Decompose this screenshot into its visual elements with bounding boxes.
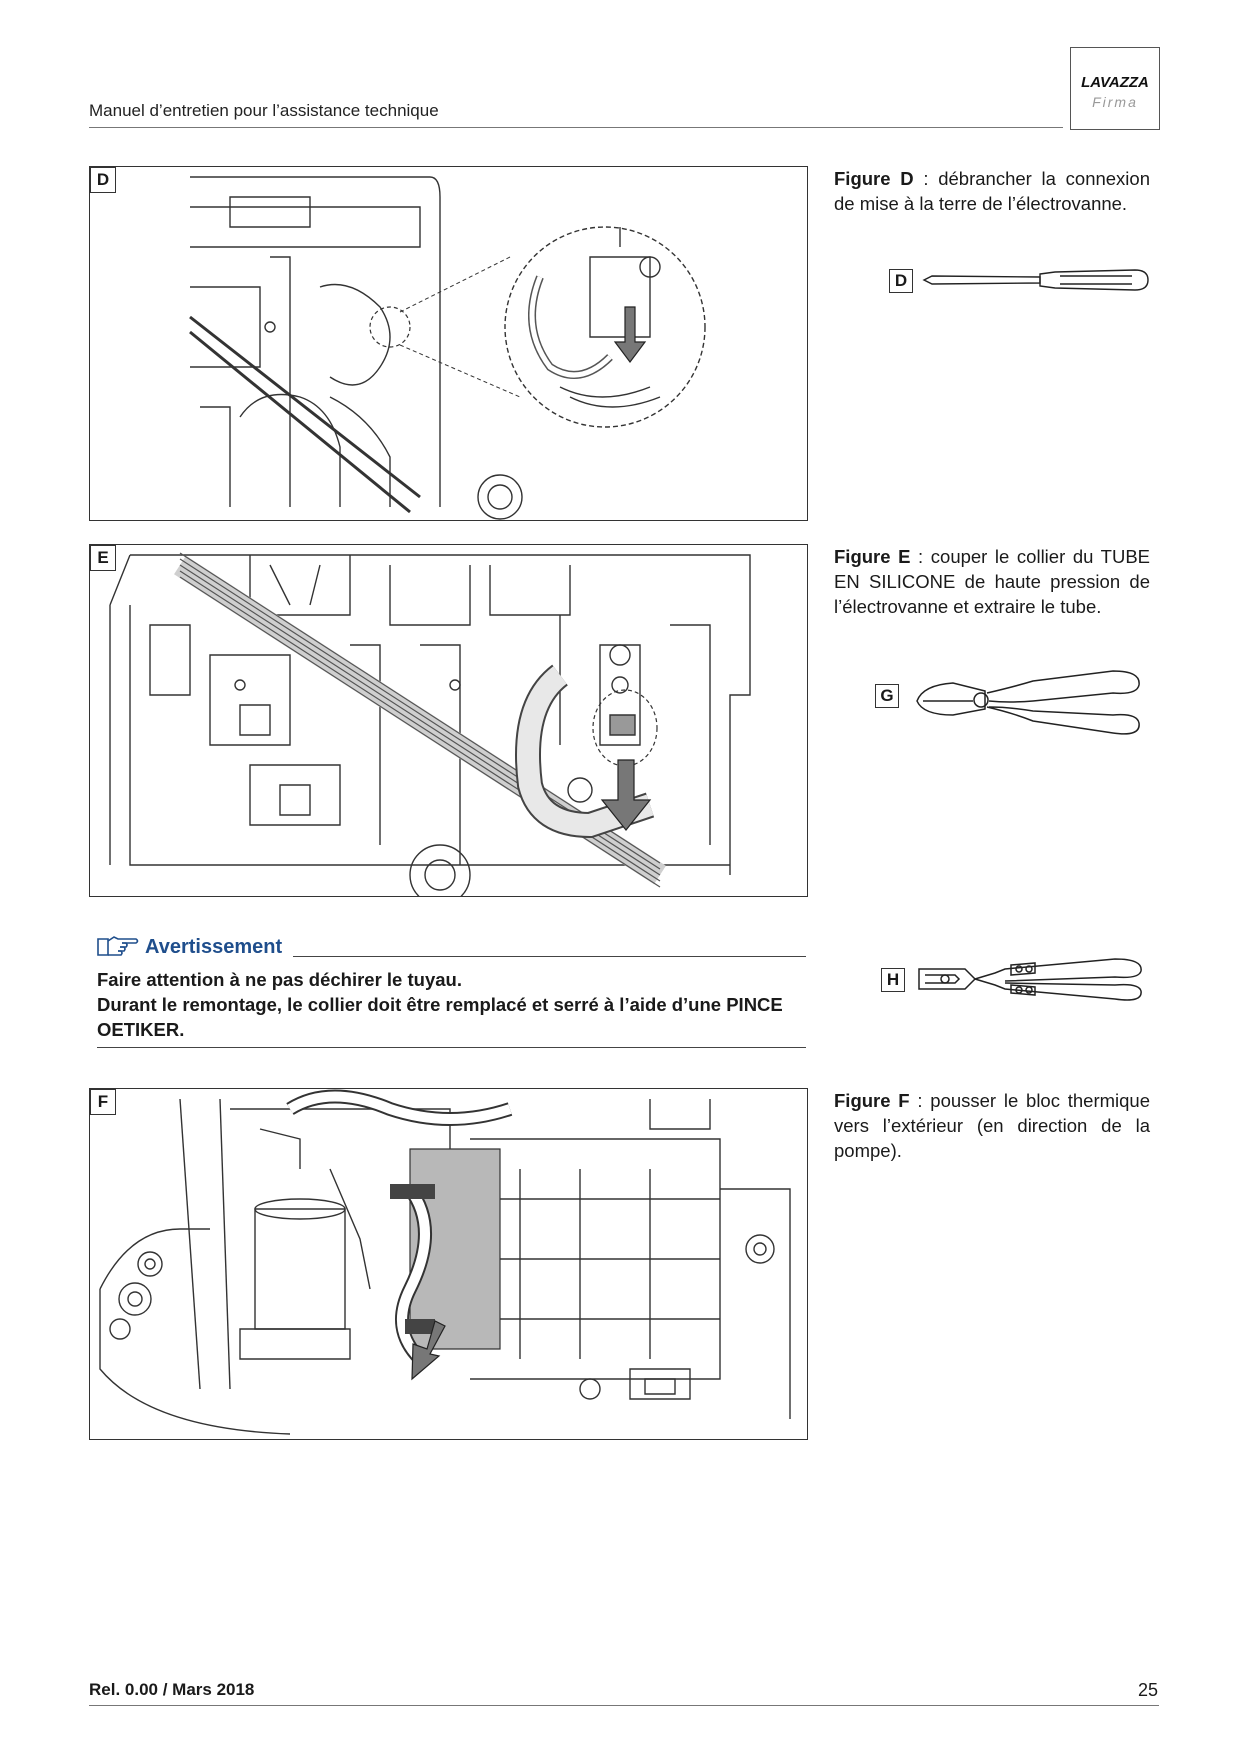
figure-e-caption-text: : couper le collier du TUBE EN SILICONE … bbox=[834, 546, 1150, 617]
figure-d-label: D bbox=[90, 167, 116, 193]
figure-e-caption-title: Figure E bbox=[834, 546, 911, 567]
figure-f-label: F bbox=[90, 1089, 116, 1115]
oetiker-pliers-icon bbox=[918, 958, 1142, 1001]
figure-d-arrow bbox=[613, 306, 647, 363]
warning-line-1: Faire attention à ne pas déchirer le tuy… bbox=[97, 969, 462, 990]
figure-e-label: E bbox=[90, 545, 116, 571]
tool-g-label: G bbox=[875, 684, 899, 708]
figure-d-caption-text: : débrancher la connexion de mise à la t… bbox=[834, 168, 1150, 214]
figure-d-focus-circle bbox=[369, 306, 411, 348]
figure-e-description: Figure E : couper le collier du TUBE EN … bbox=[834, 544, 1150, 619]
warning-title-rule bbox=[293, 956, 806, 957]
lavazza-firma-logo: LAVAZZA Firma bbox=[1070, 47, 1160, 130]
tool-h-label: H bbox=[881, 968, 905, 992]
logo-subtitle: Firma bbox=[1092, 94, 1138, 110]
figure-f-caption-text: : pousser le bloc thermique vers l’extér… bbox=[834, 1090, 1150, 1161]
warning-line-2: Durant le remontage, le collier doit êtr… bbox=[97, 994, 783, 1040]
header-divider bbox=[89, 127, 1063, 128]
warning-text: Faire attention à ne pas déchirer le tuy… bbox=[97, 967, 817, 1042]
footer-page-number: 25 bbox=[1137, 1680, 1158, 1700]
pointing-hand-icon bbox=[97, 936, 139, 956]
figure-f-description: Figure F : pousser le bloc thermique ver… bbox=[834, 1088, 1150, 1163]
screwdriver-icon bbox=[922, 269, 1149, 291]
figure-f-illustration: F bbox=[89, 1088, 808, 1440]
figure-d-caption-title: Figure D bbox=[834, 168, 914, 189]
side-cutter-pliers-icon bbox=[916, 670, 1140, 735]
figure-f-caption-title: Figure F bbox=[834, 1090, 910, 1111]
figure-d-zoom-detail bbox=[504, 226, 706, 428]
figure-f-arrow bbox=[411, 1320, 446, 1381]
figure-d-illustration: D bbox=[89, 166, 808, 521]
figure-f-line-art bbox=[99, 1089, 791, 1435]
figure-e-arrow bbox=[600, 759, 652, 831]
footer-release: Rel. 0.00 / Mars 2018 bbox=[89, 1680, 255, 1699]
figure-e-focus-circle bbox=[592, 689, 658, 767]
footer-divider bbox=[89, 1705, 1159, 1706]
figure-d-line-art bbox=[189, 176, 706, 520]
document-header-title: Manuel d’entretien pour l’assistance tec… bbox=[89, 101, 439, 120]
tool-d-label: D bbox=[889, 269, 913, 293]
logo-wordmark: LAVAZZA bbox=[1081, 74, 1149, 91]
figure-e-illustration: E bbox=[89, 544, 808, 897]
figure-e-line-art bbox=[109, 552, 751, 896]
warning-title: Avertissement bbox=[145, 936, 283, 958]
figure-d-description: Figure D : débrancher la connexion de mi… bbox=[834, 166, 1150, 216]
warning-bottom-rule bbox=[97, 1047, 806, 1048]
